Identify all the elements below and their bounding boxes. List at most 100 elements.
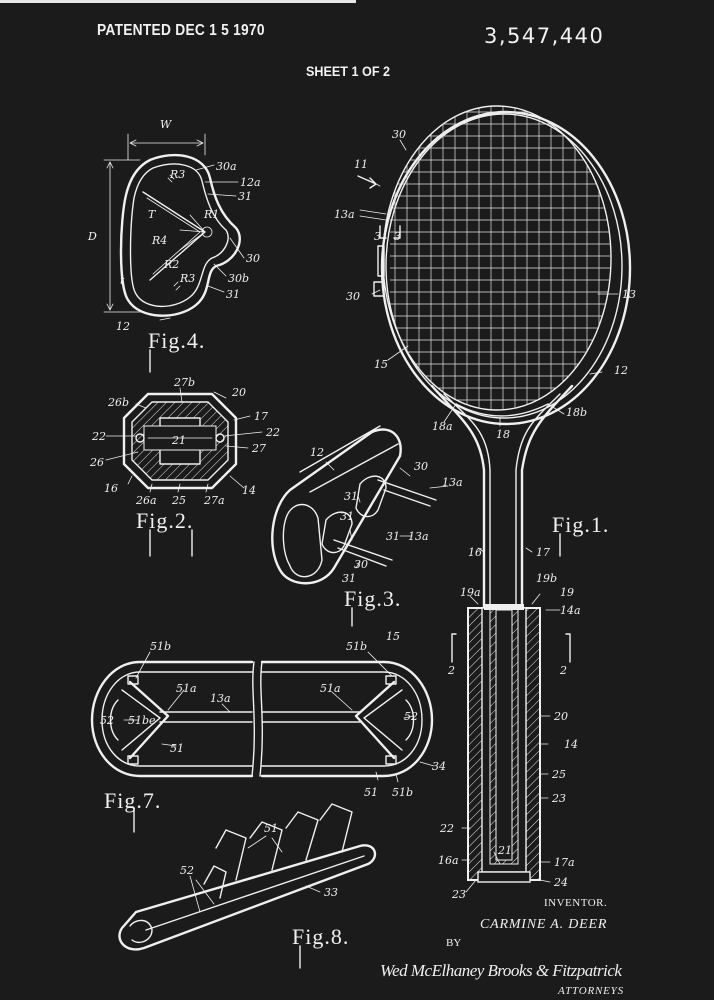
label-51: 51 xyxy=(264,822,278,835)
label-26b: 26b xyxy=(107,396,129,409)
label-R3b: R3 xyxy=(179,272,195,285)
label-31b: 31 xyxy=(226,288,240,301)
figure-2: 27b 20 26b 17 22 21 22 26 27 16 26a 25 2… xyxy=(89,376,280,557)
by-label: BY xyxy=(446,937,461,949)
label-3b: 3 xyxy=(394,230,401,243)
label-33: 33 xyxy=(324,886,338,899)
label-25: 25 xyxy=(171,494,186,507)
label-22b: 22 xyxy=(265,426,280,439)
label-R2: R2 xyxy=(163,258,179,271)
patent-number: 3,547,440 xyxy=(484,24,605,48)
label-22: 22 xyxy=(439,822,454,835)
label-24: 24 xyxy=(553,876,568,889)
label-R1: R1 xyxy=(203,208,219,221)
fig4-caption: Fig.4. xyxy=(148,328,205,353)
label-31d: 31 xyxy=(342,572,356,585)
label-19b: 19b xyxy=(536,572,557,585)
label-T: T xyxy=(148,208,157,221)
label-17: 17 xyxy=(254,410,268,423)
top-edge-bar xyxy=(0,0,356,3)
label-27a: 27a xyxy=(203,494,225,507)
label-13a: 13a xyxy=(334,208,355,221)
label-17a: 17a xyxy=(554,856,575,869)
label-18: 18 xyxy=(496,428,510,441)
label-26: 26 xyxy=(89,456,104,469)
label-25: 25 xyxy=(551,768,566,781)
label-31: 31 xyxy=(238,190,252,203)
label-11: 11 xyxy=(354,158,368,171)
attorney-signature: Wed McElhaney Brooks & Fitzpatrick xyxy=(380,961,622,980)
label-30b: 30b xyxy=(228,272,249,285)
label-13a-b: 13a xyxy=(408,530,429,543)
label-17: 17 xyxy=(536,546,550,559)
label-12a: 12a xyxy=(240,176,261,189)
label-14: 14 xyxy=(564,738,578,751)
label-51: 51 xyxy=(170,742,184,755)
label-22: 22 xyxy=(91,430,106,443)
label-16: 16 xyxy=(104,482,118,495)
inventor-name: CARMINE A. DEER xyxy=(480,917,607,932)
figure-8: 51 52 33 Fig.8. xyxy=(118,803,377,969)
figure-1: 30 11 13a 3 3 30 13 15 12 18a 18 18b 16 … xyxy=(334,105,636,901)
label-26a: 26a xyxy=(135,494,157,507)
patented-date: PATENTED DEC 1 5 1970 xyxy=(97,22,265,39)
label-18b: 18b xyxy=(566,406,587,419)
label-15: 15 xyxy=(374,358,388,371)
label-51be: 51be xyxy=(128,714,156,727)
fig1-caption: Fig.1. xyxy=(552,512,609,537)
label-51a: 51a xyxy=(176,682,197,695)
fig7-caption: Fig.7. xyxy=(104,788,161,813)
label-14: 14 xyxy=(242,484,256,497)
label-27b: 27b xyxy=(173,376,195,389)
label-52: 52 xyxy=(100,714,114,727)
label-15: 15 xyxy=(386,630,400,643)
label-13a: 13a xyxy=(210,692,231,705)
label-2a: 2 xyxy=(447,664,455,677)
label-51b: 51b xyxy=(150,640,171,653)
label-R3: R3 xyxy=(169,168,185,181)
label-30: 30 xyxy=(246,252,260,265)
label-21: 21 xyxy=(171,434,186,447)
label-13a: 13a xyxy=(442,476,463,489)
label-2b: 2 xyxy=(559,664,567,677)
label-51a-right: 51a xyxy=(320,682,341,695)
label-3a: 3 xyxy=(374,230,381,243)
label-51-right: 51 xyxy=(364,786,378,799)
fig8-caption: Fig.8. xyxy=(292,924,349,949)
label-31: 31 xyxy=(344,490,358,503)
label-19: 19 xyxy=(560,586,574,599)
label-20: 20 xyxy=(231,386,246,399)
label-12: 12 xyxy=(614,364,628,377)
label-51b-bottom: 51b xyxy=(392,786,413,799)
label-30: 30 xyxy=(414,460,428,473)
label-34: 34 xyxy=(432,760,446,773)
fig2-caption: Fig.2. xyxy=(136,508,193,533)
sheet-number: SHEET 1 OF 2 xyxy=(306,63,391,79)
label-12: 12 xyxy=(116,320,130,333)
label-14a: 14a xyxy=(560,604,581,617)
label-t: t xyxy=(120,274,125,287)
figure-3: 12 30 13a 31 31 31 13a 30 31 Fig.3. xyxy=(271,425,463,627)
label-13: 13 xyxy=(622,288,636,301)
figure-7: 51b 51b 15 51a 13a 51a 52 51be 52 51 34 … xyxy=(90,630,446,833)
label-W: W xyxy=(160,118,173,131)
label-12: 12 xyxy=(310,446,324,459)
label-31c: 31 xyxy=(386,530,400,543)
attorneys-label: ATTORNEYS xyxy=(557,985,624,997)
inventor-label: INVENTOR. xyxy=(544,897,607,909)
label-16a: 16a xyxy=(438,854,459,867)
label-21: 21 xyxy=(497,844,512,857)
label-30b: 30 xyxy=(354,558,368,571)
fig3-caption: Fig.3. xyxy=(344,586,401,611)
inventor-block: INVENTOR. CARMINE A. DEER BY Wed McElhan… xyxy=(380,897,624,997)
label-R4: R4 xyxy=(151,234,167,247)
label-20: 20 xyxy=(553,710,568,723)
figure-4: W D R3 30a 12a 31 T R1 R4 R2 30 t R3 30b… xyxy=(87,118,261,373)
label-52: 52 xyxy=(180,864,194,877)
label-30: 30 xyxy=(392,128,406,141)
label-31b: 31 xyxy=(340,510,354,523)
label-19a: 19a xyxy=(460,586,481,599)
label-23b: 23 xyxy=(451,888,466,901)
